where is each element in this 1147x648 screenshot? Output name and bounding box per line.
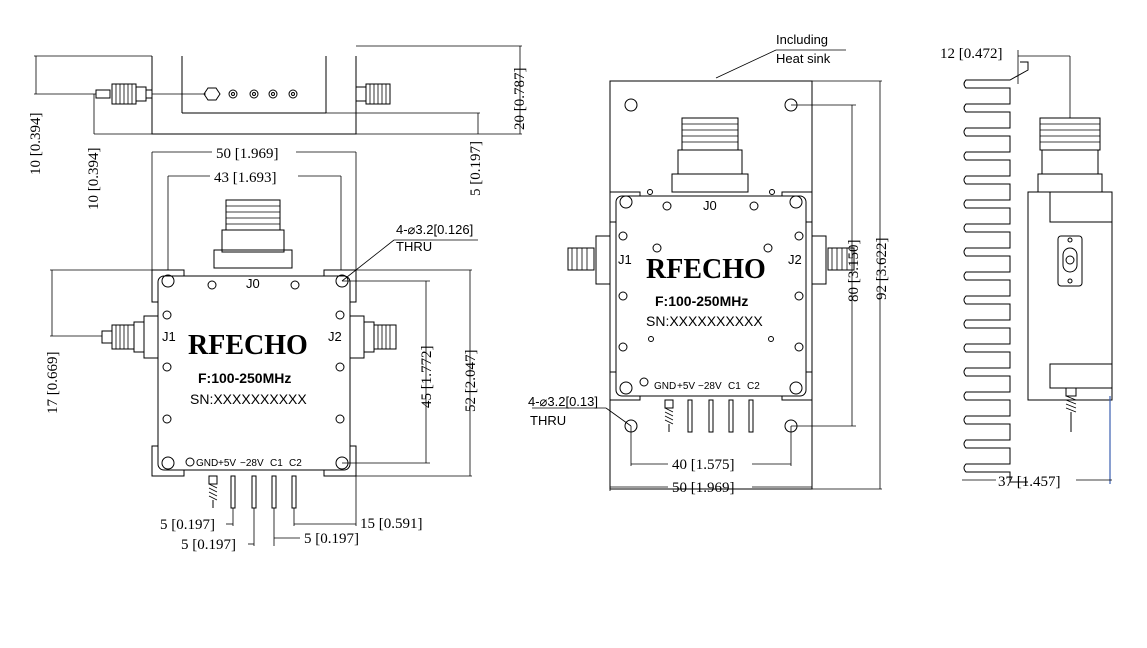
heatsink-note-1: Including [776,32,828,47]
port-label-j0: J0 [246,276,260,291]
n-connector-icon [1037,117,1103,193]
hs-pin-5v-label: +5V [677,381,695,392]
brand-label: RFECHO [188,330,308,361]
hs-port-label-j2: J2 [788,252,802,267]
n-connector-icon [671,117,749,193]
dim-front-50: 50 [1.969] [216,146,279,162]
hs-brand-label: RFECHO [646,254,766,285]
sma-connector-icon [355,83,391,105]
pin-c1-label: C1 [270,458,283,469]
hs-pin-28v-label: −28V [698,381,722,392]
dim-hs-92: 92 [3.622] [874,238,890,301]
hs-pin-c2-label: C2 [747,381,760,392]
heatsink-front-view: Including Heat sink [528,32,890,496]
dim-side-37: 37 [1.457] [998,474,1061,490]
sma-connector-icon [349,315,397,359]
hole-note-2: THRU [396,239,432,254]
sma-connector-icon [95,83,153,105]
dim-pin-5c: 5 [0.197] [304,531,359,547]
n-connector-icon [213,199,293,269]
pin-c2-label: C2 [289,458,302,469]
sma-connector-icon [567,235,611,285]
hs-pin-gnd-label: GND [654,381,676,392]
pin-28v-label: −28V [240,458,264,469]
dim-side-20: 20 [0.787] [512,68,528,131]
hs-port-label-j1: J1 [618,252,632,267]
hs-hole-note-1: 4-⌀3.2[0.13] [528,394,598,409]
hs-freq-label: F:100-250MHz [655,293,748,309]
dim-side-12: 12 [0.472] [940,46,1003,62]
dim-front-43: 43 [1.693] [214,170,277,186]
feedthrough-pins [208,475,297,509]
side-view-top: 10 [0.394] 10 [0.394] 20 [0.787] 5 [0.19… [28,45,528,211]
dim-side-5: 5 [0.197] [468,141,484,196]
port-label-j2: J2 [328,329,342,344]
sma-connector-icon [101,315,159,359]
side-pin-icon [1065,387,1077,432]
hs-port-label-j0: J0 [703,198,717,213]
pin-gnd-label: GND [196,458,218,469]
dim-front-52: 52 [2.047] [463,350,479,413]
pin-5v-label: +5V [218,458,236,469]
hole-note-1: 4-⌀3.2[0.126] [396,222,473,237]
hs-pin-c1-label: C1 [728,381,741,392]
hs-serial-label: SN:XXXXXXXXXX [646,313,763,329]
dim-hs-80: 80 [3.150] [846,240,862,303]
dim-pin-5a: 5 [0.197] [160,517,215,533]
dim-side-10b: 10 [0.394] [86,148,102,211]
port-label-j1: J1 [162,329,176,344]
heatsink-note-2: Heat sink [776,51,831,66]
dim-front-17: 17 [0.669] [45,352,61,415]
heatsink-side-view: 12 [0.472] 37 [1.457] [940,46,1113,490]
dim-hs-40: 40 [1.575] [672,457,735,473]
hs-hole-note-2: THRU [530,413,566,428]
dim-hs-50: 50 [1.969] [672,480,735,496]
dim-pin-5b: 5 [0.197] [181,537,236,553]
freq-label: F:100-250MHz [198,370,291,386]
hs-feedthrough-pins [664,399,754,433]
dim-side-10a: 10 [0.394] [28,113,44,176]
dim-pin-15: 15 [0.591] [360,516,423,532]
front-view: 50 [1.969] 43 [1.693] [45,146,479,553]
sma-connector-icon [811,235,855,285]
dim-front-45: 45 [1.772] [419,346,435,409]
serial-label: SN:XXXXXXXXXX [190,391,307,407]
